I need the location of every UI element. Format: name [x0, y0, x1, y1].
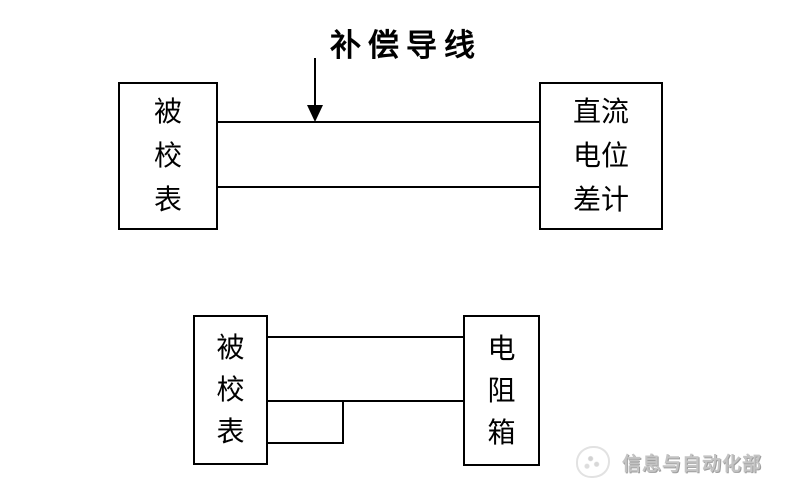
box-text: 被 — [216, 331, 245, 364]
wire-bottom-stub-riser — [342, 400, 344, 444]
box-text: 电 — [487, 331, 516, 365]
wire-top-lower — [218, 186, 539, 188]
wire-bottom-middle — [268, 400, 463, 402]
box-text: 箱 — [487, 415, 516, 449]
box-text: 表 — [216, 415, 245, 448]
box-text: 直流 — [572, 95, 629, 128]
box-text: 差计 — [572, 183, 629, 216]
meter-under-test-box-bottom: 被 校 表 — [193, 315, 268, 465]
down-arrow-head — [307, 105, 323, 122]
box-text: 校 — [216, 373, 245, 406]
dc-potentiometer-box: 直流 电位 差计 — [539, 82, 663, 230]
meter-under-test-box-top: 被 校 表 — [118, 82, 218, 230]
box-text: 电位 — [572, 139, 629, 172]
resistance-box: 电 阻 箱 — [463, 315, 540, 466]
box-text: 阻 — [487, 373, 516, 407]
box-text: 校 — [153, 139, 182, 172]
box-text: 被 — [153, 95, 182, 128]
compensation-wire-label: 补偿导线 — [330, 28, 482, 64]
watermark-text: 信息与自动化部 — [622, 452, 763, 475]
box-text: 表 — [153, 183, 182, 216]
circular-logo-icon — [576, 446, 610, 478]
wire-bottom-stub — [268, 442, 344, 444]
wire-top-upper — [218, 121, 539, 123]
wire-bottom-upper — [268, 336, 463, 338]
watermark: 信息与自动化部 — [576, 446, 762, 478]
down-arrow-shaft — [314, 58, 316, 108]
